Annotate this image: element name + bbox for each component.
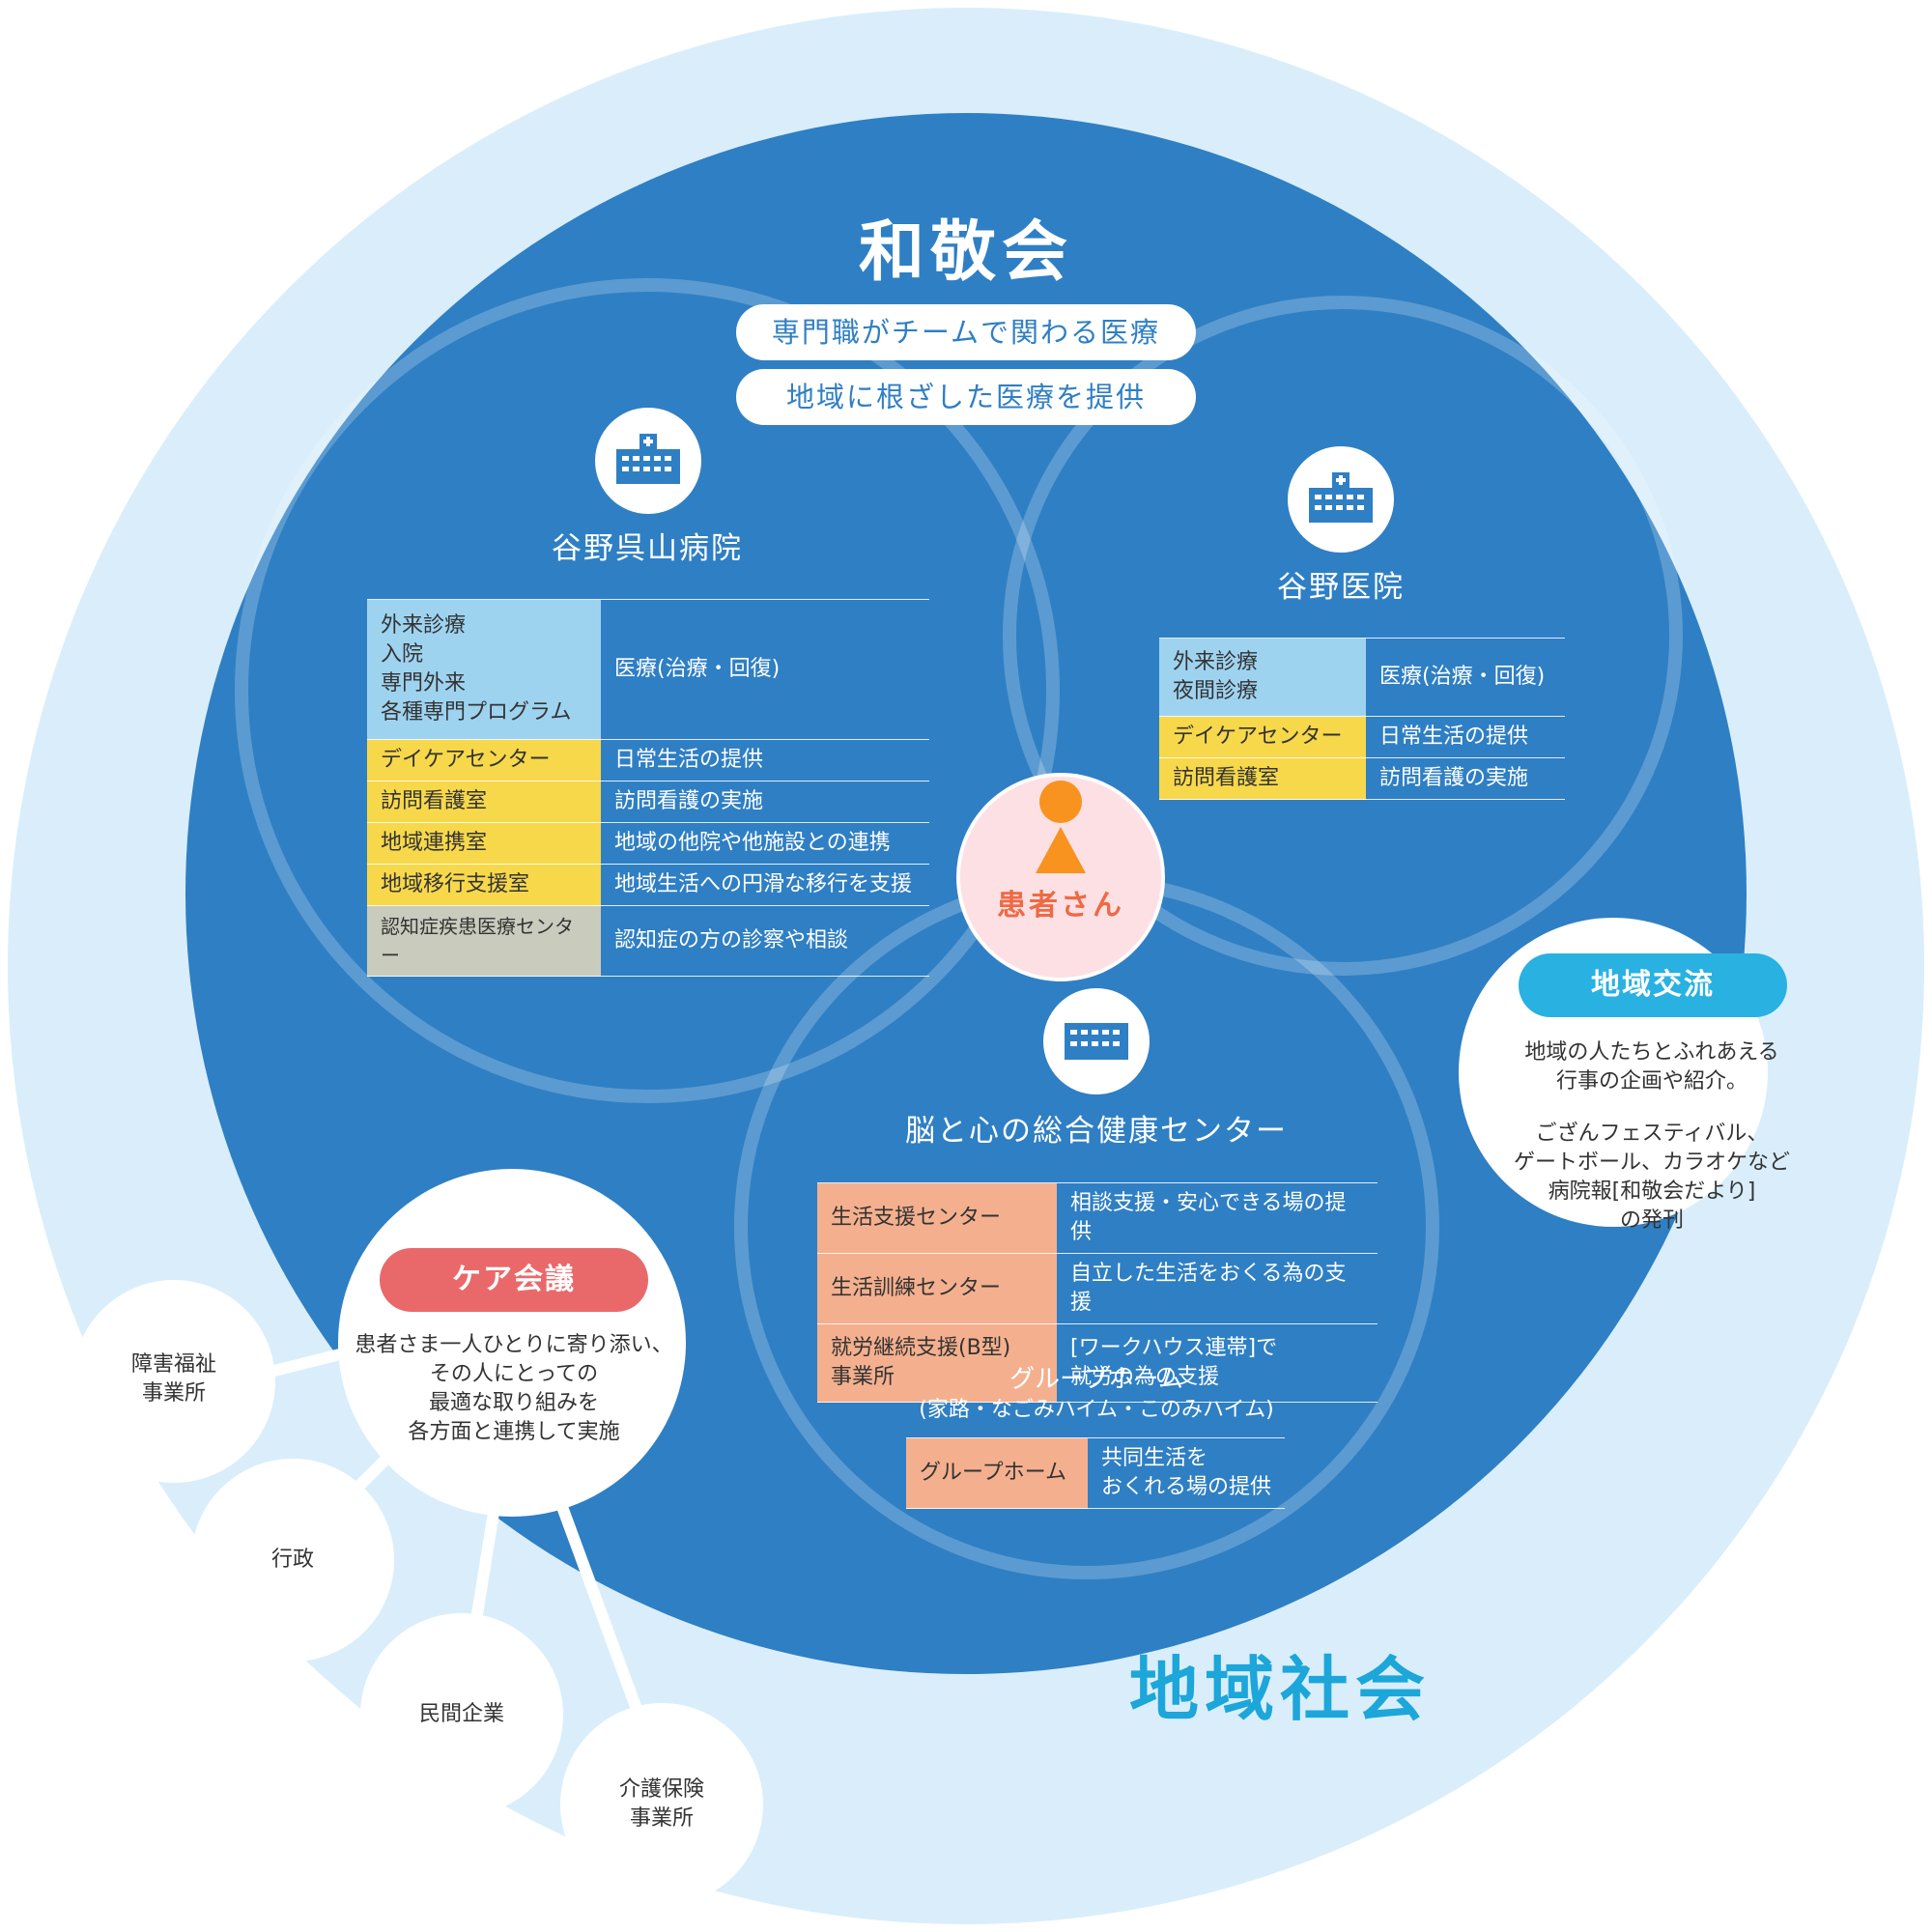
person-icon xyxy=(1036,781,1086,873)
partner-label-line: 事業所 xyxy=(141,1381,206,1406)
partner-label-line: 介護保険 xyxy=(618,1777,704,1802)
partner-circle-government xyxy=(191,1459,394,1662)
clinic-title: 谷野医院 xyxy=(1277,570,1405,605)
kureyama-service-table: 外来診療 入院 専門外来 各種専門プログラム 医療(治療・回復) デイケアセンタ… xyxy=(367,599,929,977)
partner-circle-care-insurance xyxy=(560,1703,763,1906)
partner-circle-welfare xyxy=(72,1280,275,1483)
table-cell: 認知症の方の診察や相談 xyxy=(601,905,929,977)
table-cell: 夜間診療 xyxy=(1173,679,1259,703)
exchange-line: の発刊 xyxy=(1619,1208,1684,1233)
table-cell: デイケアセンター xyxy=(1159,716,1366,758)
kureyama-title: 谷野呉山病院 xyxy=(552,531,743,566)
exchange-line: ゲートボール、カラオケなど xyxy=(1513,1151,1790,1175)
exchange-line: 地域の人たちとふれあえる xyxy=(1524,1040,1779,1065)
table-cell: 就労継続支援(B型) xyxy=(831,1336,1011,1360)
group-home-title: グループホーム xyxy=(1009,1365,1183,1394)
care-meeting-pill: ケア会議 xyxy=(380,1248,648,1312)
table-cell: [ワークハウス連帯]で xyxy=(1070,1336,1278,1360)
table-cell: 訪問看護の実施 xyxy=(1366,757,1565,800)
table-cell: 地域連携室 xyxy=(367,822,601,865)
care-line: 各方面と連携して実施 xyxy=(408,1420,620,1444)
table-cell: デイケアセンター xyxy=(367,739,601,781)
table-cell: 訪問看護室 xyxy=(1159,757,1366,800)
patient-label: 患者さん xyxy=(997,889,1124,923)
table-cell: 医療(治療・回復) xyxy=(601,599,929,740)
table-cell: 相談支援・安心できる場の提供 xyxy=(1057,1182,1378,1254)
table-cell: 外来診療 xyxy=(381,613,467,638)
table-row: デイケアセンター 日常生活の提供 xyxy=(1159,716,1565,758)
table-cell: 認知症疾患医療センター xyxy=(367,905,601,977)
table-row: 就労継続支援(B型) 事業所 [ワークハウス連帯]で 就労の為の支援 xyxy=(817,1323,1378,1403)
table-row: 認知症疾患医療センター 認知症の方の診察や相談 xyxy=(367,905,929,977)
partner-label-line: 障害福祉 xyxy=(130,1352,216,1377)
table-cell: 医療(治療・回復) xyxy=(1366,638,1565,717)
organization-title: 和敬会 xyxy=(858,214,1073,291)
table-cell: 入院 xyxy=(381,642,424,667)
table-cell: 各種専門プログラム xyxy=(381,700,572,724)
table-row: デイケアセンター 日常生活の提供 xyxy=(367,739,929,781)
hospital-icon xyxy=(595,408,701,514)
exchange-line: 病院報[和敬会だより] xyxy=(1548,1179,1756,1204)
care-meeting-circle xyxy=(338,1169,686,1517)
table-cell: 外来診療 xyxy=(1173,650,1259,674)
table-cell: 専門外来 xyxy=(381,671,467,696)
slogan-pill-1: 専門職がチームで関わる医療 xyxy=(736,304,1196,360)
table-row: 訪問看護室 訪問看護の実施 xyxy=(367,781,929,823)
partner-label-government: 行政 xyxy=(270,1548,314,1572)
table-cell: 日常生活の提供 xyxy=(1366,716,1565,758)
table-cell: 就労の為の支援 xyxy=(1070,1365,1220,1389)
partner-label-care-insurance: 介護保険 事業所 xyxy=(560,1776,763,1833)
care-line: その人にとっての xyxy=(429,1362,599,1386)
table-cell: 日常生活の提供 xyxy=(601,739,929,781)
brain-center-title: 脳と心の総合健康センター xyxy=(905,1114,1288,1149)
table-row: 外来診療 夜間診療 医療(治療・回復) xyxy=(1159,638,1565,717)
table-row: 地域移行支援室 地域生活への円滑な移行を支援 xyxy=(367,864,929,906)
clinic-service-table: 外来診療 夜間診療 医療(治療・回復) デイケアセンター 日常生活の提供 訪問看… xyxy=(1159,638,1565,800)
brain-center-service-table: 生活支援センター 相談支援・安心できる場の提供 生活訓練センター 自立した生活を… xyxy=(817,1182,1378,1403)
table-cell: おくれる場の提供 xyxy=(1101,1475,1272,1499)
exchange-line: 行事の企画や紹介。 xyxy=(1555,1069,1747,1094)
patient-circle xyxy=(956,773,1165,981)
table-row: 生活訓練センター 自立した生活をおくる為の支援 xyxy=(817,1253,1378,1324)
care-line: 患者さま一人ひとりに寄り添い、 xyxy=(355,1333,673,1357)
table-row: 地域連携室 地域の他院や他施設との連携 xyxy=(367,822,929,865)
community-label: 地域社会 xyxy=(1128,1649,1431,1730)
care-line: 最適な取り組みを xyxy=(428,1391,599,1415)
table-cell: 地域の他院や他施設との連携 xyxy=(601,822,929,865)
table-row: グループホーム 共同生活を おくれる場の提供 xyxy=(906,1437,1285,1509)
table-cell: 生活支援センター xyxy=(817,1182,1057,1254)
group-home-table: グループホーム 共同生活を おくれる場の提供 xyxy=(906,1437,1285,1509)
hospital-icon xyxy=(1288,446,1394,553)
building-icon xyxy=(1043,988,1150,1094)
exchange-pill: 地域交流 xyxy=(1519,953,1787,1017)
table-row: 訪問看護室 訪問看護の実施 xyxy=(1159,757,1565,800)
table-cell: 共同生活を xyxy=(1101,1446,1208,1470)
partner-circle-private xyxy=(360,1613,563,1816)
table-cell: 訪問看護の実施 xyxy=(601,781,929,823)
exchange-description: 地域の人たちとふれあえる 行事の企画や紹介。 ござんフェスティバル、 ゲートボー… xyxy=(1478,1038,1826,1236)
exchange-line: ござんフェスティバル、 xyxy=(1535,1122,1769,1146)
table-row: 生活支援センター 相談支援・安心できる場の提供 xyxy=(817,1182,1378,1254)
group-home-subtitle: (家路・なごみハイム・このみハイム) xyxy=(919,1398,1274,1422)
table-cell: 事業所 xyxy=(831,1365,895,1389)
care-meeting-description: 患者さま一人ひとりに寄り添い、 その人にとっての 最適な取り組みを 各方面と連携… xyxy=(340,1331,688,1447)
venn-circle-clinic xyxy=(1003,296,1683,976)
partner-label-welfare: 障害福祉 事業所 xyxy=(72,1350,275,1408)
venn-circle-kureyama xyxy=(235,278,1060,1103)
partner-label-line: 事業所 xyxy=(629,1806,694,1831)
table-cell: 自立した生活をおくる為の支援 xyxy=(1057,1253,1378,1324)
table-cell: 地域生活への円滑な移行を支援 xyxy=(601,864,929,906)
table-cell: グループホーム xyxy=(906,1437,1088,1509)
partner-label-private: 民間企業 xyxy=(418,1702,504,1726)
table-cell: 生活訓練センター xyxy=(817,1253,1057,1324)
table-cell: 地域移行支援室 xyxy=(367,864,601,906)
table-cell: 訪問看護室 xyxy=(367,781,601,823)
table-row: 外来診療 入院 専門外来 各種専門プログラム 医療(治療・回復) xyxy=(367,599,929,740)
slogan-pill-2: 地域に根ざした医療を提供 xyxy=(736,369,1196,425)
